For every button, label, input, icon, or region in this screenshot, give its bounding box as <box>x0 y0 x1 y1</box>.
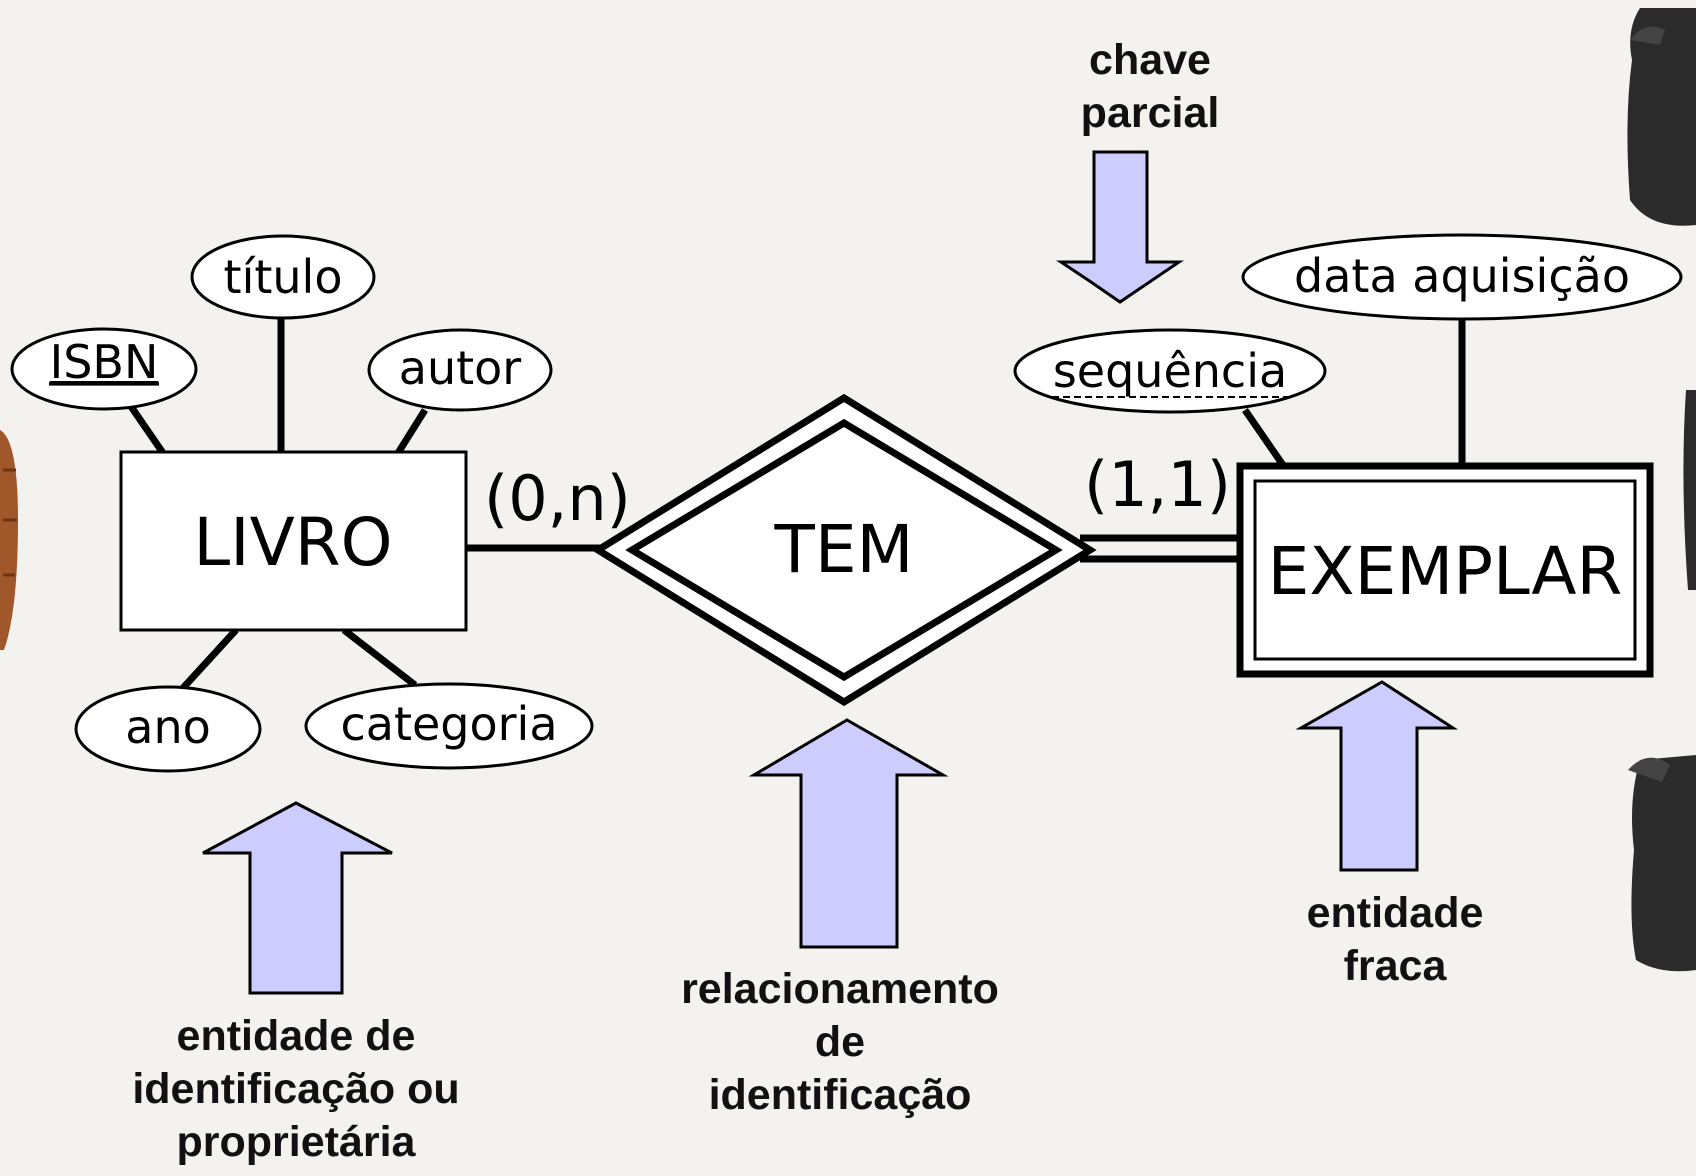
cardinality-livro: (0,n) <box>484 462 631 535</box>
annotation-line: identificação ou <box>132 1065 460 1113</box>
entity-livro-label: LIVRO <box>193 504 392 581</box>
annotation-relacionamento-identificacao: relacionamento de identificação <box>640 963 1040 1122</box>
connectors <box>127 318 1466 691</box>
attribute-isbn: ISBN <box>10 327 198 411</box>
arrow-entidade-identificacao <box>202 801 393 995</box>
cardinality-exemplar: (1,1) <box>1084 448 1231 521</box>
decor-dark-block-3 <box>1628 755 1696 972</box>
attribute-ano-label: ano <box>125 700 211 754</box>
entity-exemplar-label: EXEMPLAR <box>1268 533 1623 610</box>
entity-livro: LIVRO <box>119 450 468 632</box>
attribute-autor: autor <box>367 328 553 412</box>
tem-exemplar-double-line <box>1080 534 1240 563</box>
annotation-line: proprietária <box>176 1118 416 1166</box>
annotation-line: chave <box>1089 36 1211 84</box>
relationship-tem-label: TEM <box>774 511 914 588</box>
ano-connector <box>180 627 239 691</box>
relationship-tem: TEM <box>591 393 1097 707</box>
attribute-ano: ano <box>74 685 262 773</box>
annotation-line: relacionamento <box>681 965 999 1013</box>
attribute-categoria-label: categoria <box>340 697 557 751</box>
annotation-line: parcial <box>1080 89 1220 137</box>
sequencia-connector <box>1242 408 1288 470</box>
attribute-isbn-label: ISBN <box>50 335 159 389</box>
autor-connector <box>395 408 428 455</box>
attribute-data-aquisicao: data aquisição <box>1241 233 1683 321</box>
attribute-sequencia: sequência <box>1013 328 1327 414</box>
annotation-entidade-identificacao: entidade de identificação ou proprietári… <box>96 1010 496 1169</box>
entity-exemplar: EXEMPLAR <box>1236 462 1654 678</box>
arrow-chave-parcial <box>1056 150 1184 304</box>
decor-dark-block-2 <box>1683 390 1696 590</box>
annotation-line: fraca <box>1343 942 1447 990</box>
annotation-line: identificação <box>708 1071 972 1119</box>
attribute-titulo-label: título <box>224 250 343 304</box>
annotation-line: entidade <box>1306 889 1484 937</box>
annotation-chave-parcial: chave parcial <box>1030 34 1270 140</box>
isbn-connector <box>127 403 166 455</box>
attribute-sequencia-label: sequência <box>1053 344 1287 398</box>
decor-dark-block-1 <box>1627 8 1696 226</box>
attribute-data-aquisicao-label: data aquisição <box>1294 249 1630 303</box>
decor-wood-left <box>0 430 18 650</box>
annotation-entidade-fraca: entidade fraca <box>1240 887 1550 993</box>
attribute-autor-label: autor <box>399 341 522 395</box>
arrow-relacionamento-identificacao <box>748 718 949 949</box>
annotation-line: entidade de <box>176 1012 416 1060</box>
attribute-titulo: título <box>190 234 376 320</box>
attribute-categoria: categoria <box>304 682 594 770</box>
annotation-line: de <box>814 1018 866 1066</box>
categoria-connector <box>341 627 418 688</box>
arrow-entidade-fraca <box>1295 680 1459 872</box>
